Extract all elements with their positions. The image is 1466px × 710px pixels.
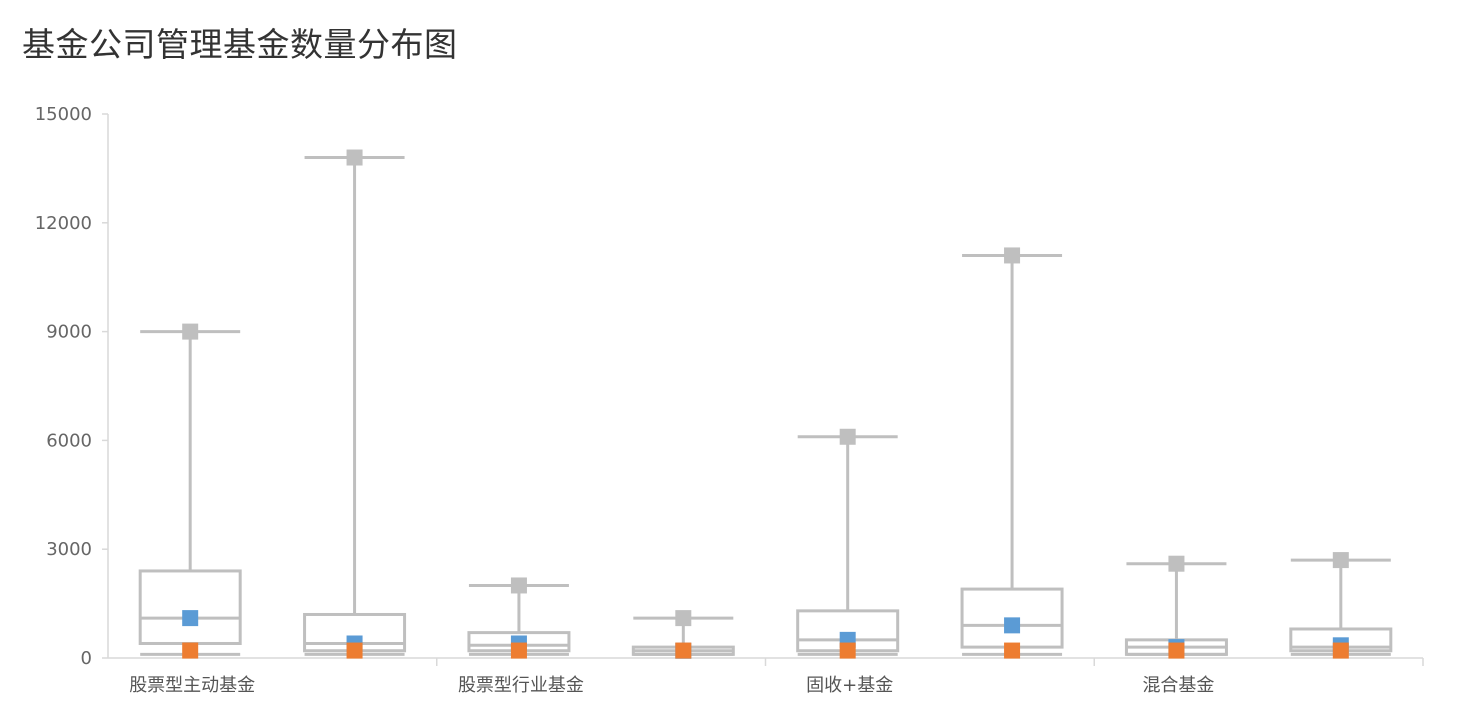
x-category-label: 固收+基金 bbox=[806, 675, 893, 696]
y-tick-label: 12000 bbox=[35, 213, 92, 234]
min-marker bbox=[1004, 642, 1021, 659]
mean-marker bbox=[182, 610, 199, 627]
min-marker bbox=[182, 642, 199, 659]
box-rect bbox=[138, 569, 242, 645]
max-marker bbox=[346, 149, 363, 166]
max-marker bbox=[1332, 552, 1349, 569]
axes-layer: 0 3000 6000 9000 12000 15000 股票型主动基金 股票型行业基金 固收+… bbox=[35, 104, 1424, 696]
max-marker bbox=[1168, 555, 1185, 572]
min-marker bbox=[839, 642, 856, 659]
mean-marker bbox=[1004, 617, 1021, 634]
min-marker bbox=[1332, 642, 1349, 659]
x-category-label: 股票型主动基金 bbox=[129, 675, 255, 696]
min-marker bbox=[1168, 642, 1185, 659]
y-tick-label: 9000 bbox=[46, 322, 92, 343]
boxes-layer bbox=[138, 156, 1393, 656]
chart-title: 基金公司管理基金数量分布图 bbox=[22, 25, 458, 64]
x-category-label: 股票型行业基金 bbox=[458, 675, 584, 696]
max-marker bbox=[675, 610, 692, 627]
x-category-label: 混合基金 bbox=[1142, 675, 1214, 696]
max-marker bbox=[182, 323, 199, 340]
y-tick-label: 3000 bbox=[46, 539, 92, 560]
max-marker bbox=[1004, 247, 1021, 264]
max-marker bbox=[510, 577, 527, 594]
y-tick-label: 0 bbox=[81, 648, 92, 669]
box-2 bbox=[303, 156, 407, 656]
min-marker bbox=[510, 642, 527, 659]
box-1 bbox=[138, 330, 242, 656]
min-marker bbox=[675, 642, 692, 659]
max-marker bbox=[839, 428, 856, 445]
y-tick-label: 15000 bbox=[35, 104, 92, 125]
box-5 bbox=[796, 435, 900, 656]
box-6 bbox=[960, 253, 1064, 656]
min-marker bbox=[346, 642, 363, 659]
y-tick-label: 6000 bbox=[46, 430, 92, 451]
markers-layer bbox=[182, 149, 1349, 659]
